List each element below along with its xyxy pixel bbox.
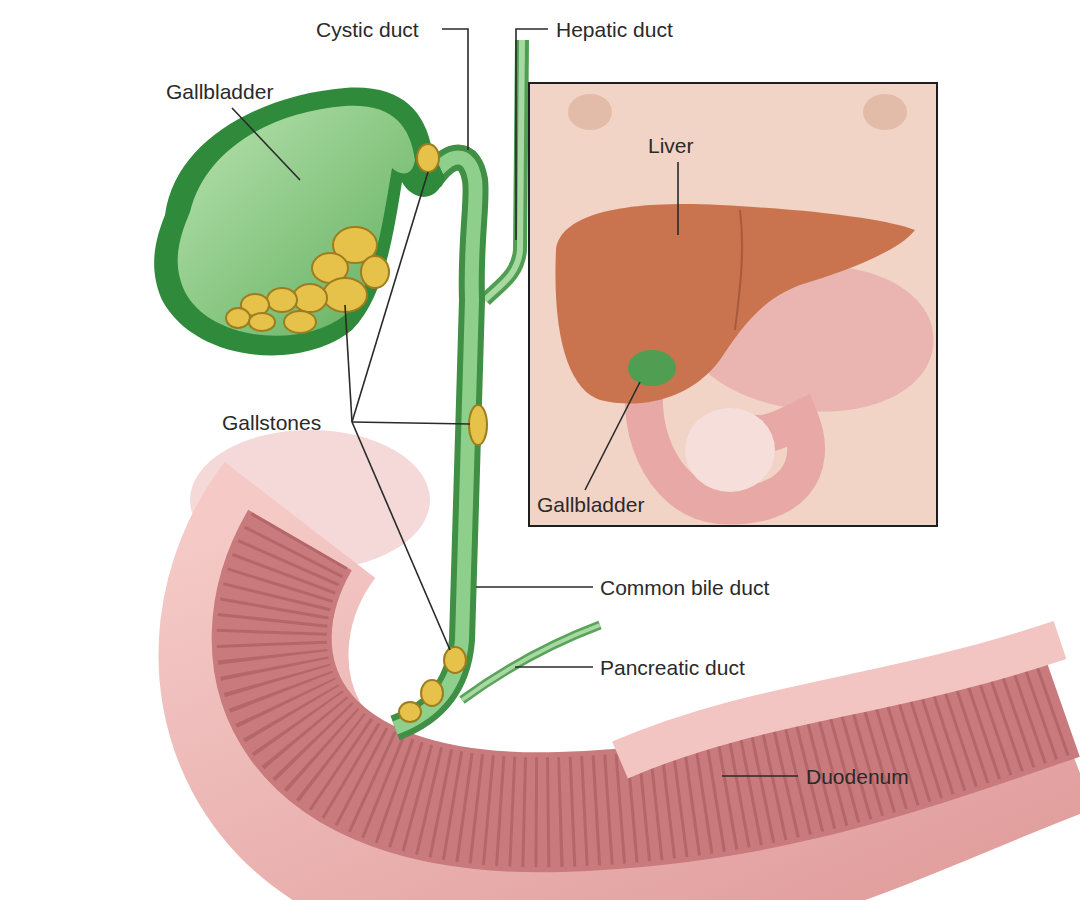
gallstone-duct: [469, 405, 487, 445]
inset-panel: LiverGallbladder: [528, 82, 938, 527]
leader-lines: [232, 29, 798, 776]
part-label: Gallbladder: [537, 493, 644, 516]
duodenum-folds: [272, 540, 1060, 812]
inset-picture: [530, 84, 936, 525]
part-label: Gallbladder: [166, 80, 273, 103]
pancreatic-duct: [462, 625, 600, 700]
gallstone-cystic: [417, 144, 439, 172]
gallstone-duct: [444, 647, 466, 673]
part-label: Pancreatic duct: [600, 656, 745, 679]
part-label: Gallstones: [222, 411, 321, 434]
pancreatic-duct-lumen: [462, 625, 600, 700]
duodenum-lumen: [272, 540, 1060, 812]
part-label: Liver: [648, 134, 694, 157]
gallbladder-wall: [154, 88, 445, 356]
part-label: Common bile duct: [600, 576, 769, 599]
part-label: Hepatic duct: [556, 18, 673, 41]
duodenum-wall: [253, 520, 1060, 868]
gallstone-duct: [421, 680, 443, 706]
gallbladder-interior: [178, 106, 415, 336]
part-label: Duodenum: [806, 765, 909, 788]
gallstone-cluster: [226, 227, 389, 333]
gallstone-duct: [399, 702, 421, 722]
part-label: Cystic duct: [316, 18, 419, 41]
